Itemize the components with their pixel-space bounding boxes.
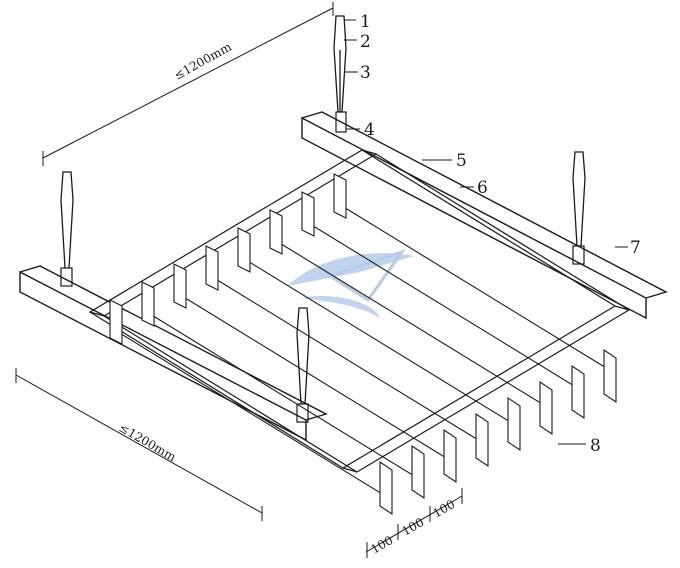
hanger-rod-main <box>333 15 347 133</box>
top-dimension-label: ≤1200mm <box>172 39 235 82</box>
callout-2: 2 <box>360 32 371 52</box>
callout-4: 4 <box>364 120 375 140</box>
left-dimension-label: ≤1200mm <box>117 420 179 464</box>
callout-1: 1 <box>360 12 371 32</box>
callout-7: 7 <box>630 238 641 258</box>
hanger-rod-left <box>60 171 74 287</box>
callout-8: 8 <box>590 436 601 456</box>
callout-3: 3 <box>360 63 371 83</box>
frame-cross-members <box>88 149 631 473</box>
slat-fins <box>109 173 617 516</box>
callout-5: 5 <box>456 151 467 171</box>
callouts: 1 2 3 4 5 6 7 8 <box>360 12 641 456</box>
top-dimension: ≤1200mm <box>42 2 334 166</box>
pitch-2-label: 100 <box>400 515 427 539</box>
callout-lines <box>344 19 628 445</box>
hanger-rods <box>60 15 586 423</box>
hanger-rod-front <box>296 307 310 423</box>
pitch-1-label: 100 <box>369 533 396 557</box>
callout-6: 6 <box>477 178 488 198</box>
slat-rails <box>117 205 617 501</box>
